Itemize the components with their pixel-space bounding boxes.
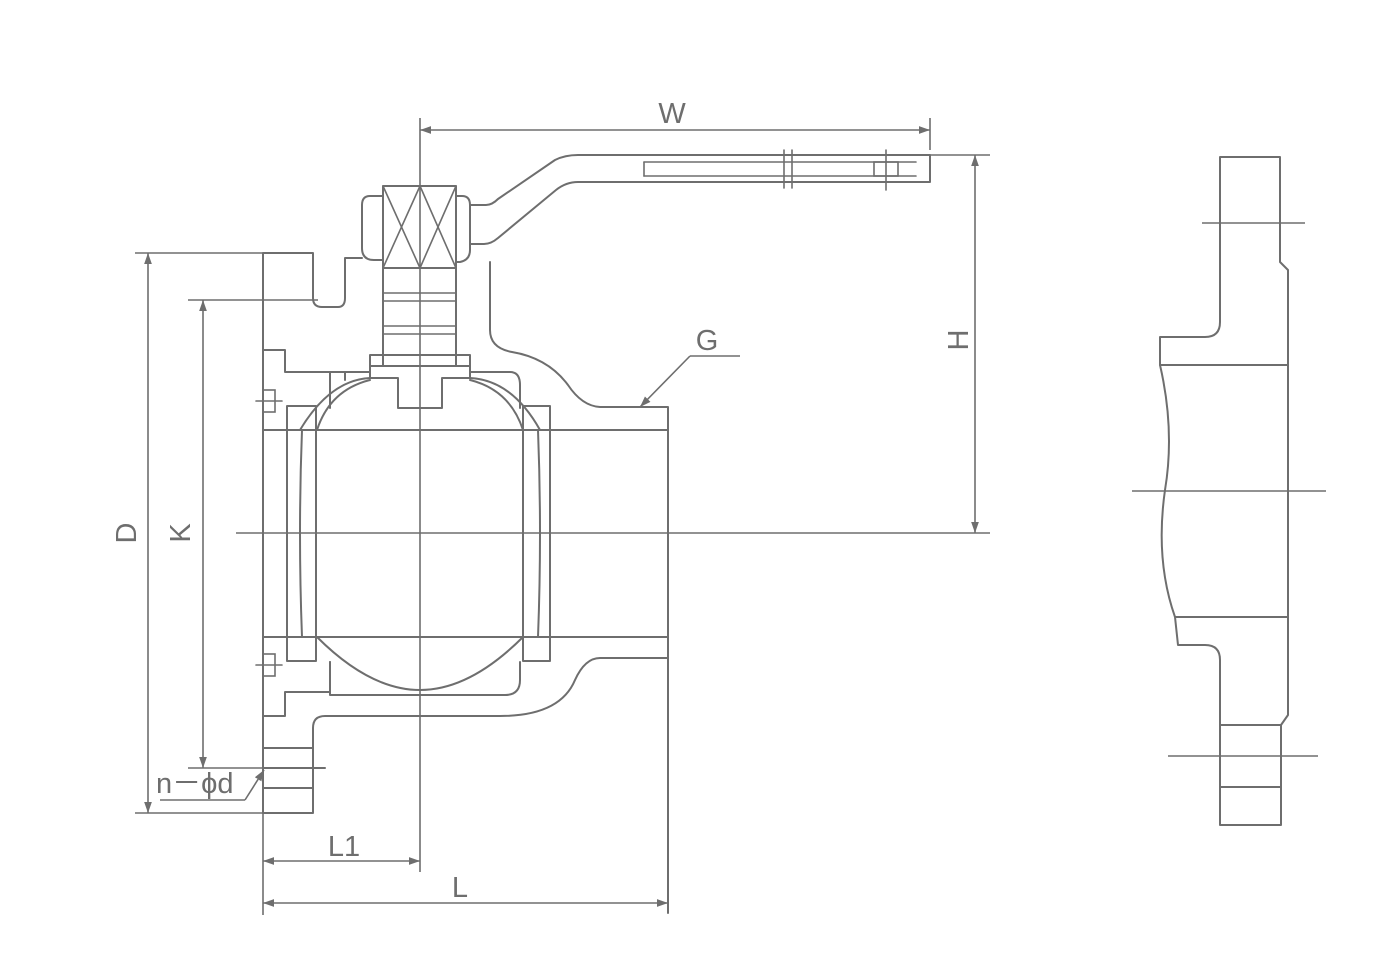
dimension-h: H: [930, 154, 990, 533]
handle-lever: [469, 154, 931, 245]
side-body: [1159, 364, 1289, 826]
screw-icon-lower: [255, 653, 283, 677]
dimension-d: D: [111, 252, 263, 814]
label-l1: L1: [328, 831, 360, 863]
label-d: D: [111, 523, 143, 544]
stem-handle-assembly: [361, 149, 931, 409]
dimension-w: W: [420, 98, 931, 150]
body-upper-contour: [489, 261, 669, 914]
dimension-l: L: [263, 872, 668, 907]
label-k: K: [165, 523, 197, 543]
leader-g: G: [639, 325, 740, 408]
ball-upper-arc: [299, 377, 541, 431]
dimension-k: K: [165, 299, 318, 769]
bolt-hole: [262, 747, 326, 789]
label-l: L: [452, 872, 468, 904]
label-g: G: [696, 325, 719, 357]
label-nd: n－ϕd: [156, 768, 234, 800]
screw-icon-upper: [255, 389, 283, 413]
stem-nut: [361, 185, 471, 269]
leader-nd: n－ϕd: [156, 768, 265, 801]
valve-side-view: [1132, 156, 1326, 826]
dimension-l1: L1: [262, 813, 420, 915]
valve-front-view: [255, 252, 669, 914]
center-lines: [236, 118, 990, 872]
label-h: H: [943, 330, 975, 351]
label-w: W: [658, 98, 686, 130]
side-flange-upper: [1159, 156, 1289, 366]
body-cavity: [329, 371, 521, 696]
